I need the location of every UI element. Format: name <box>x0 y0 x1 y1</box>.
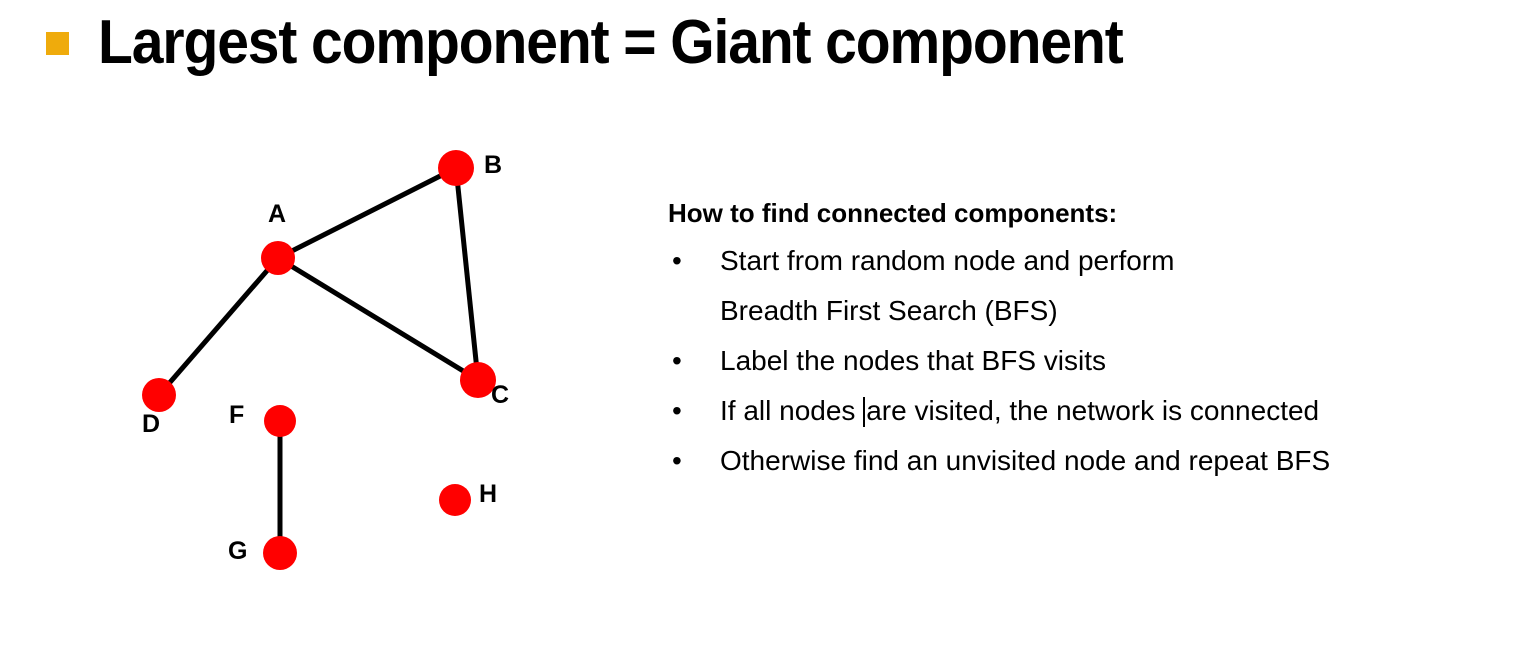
info-list-item-text: Label the nodes that BFS visits <box>720 345 1106 376</box>
slide-title-row: Largest component = Giant component <box>0 0 1523 100</box>
graph-node-b <box>438 150 474 186</box>
network-graph-figure: A B C D F G H <box>0 120 640 620</box>
graph-node-label-c: C <box>491 381 510 409</box>
info-list-item: • Otherwise find an unvisited node and re… <box>668 436 1523 486</box>
graph-node-label-f: F <box>229 401 245 429</box>
graph-edge-group <box>157 165 481 553</box>
graph-node-c <box>460 362 496 398</box>
graph-node-label-d: D <box>142 410 161 438</box>
info-list-item-text: are visited, the network is connected <box>866 395 1320 426</box>
graph-node-a <box>261 241 295 275</box>
graph-node-label-a: A <box>268 200 287 228</box>
graph-node-h <box>439 484 471 516</box>
info-panel: How to find connected components: • Start… <box>668 196 1523 486</box>
graph-edge-b-c <box>453 167 481 381</box>
text-cursor-caret[interactable] <box>863 397 866 427</box>
info-list-item: • If all nodes are visited, the network i… <box>668 386 1523 436</box>
bullet-dot-icon: • <box>672 245 682 276</box>
info-list-item-text: Breadth First Search (BFS) <box>720 295 1058 326</box>
network-graph-svg <box>142 150 496 570</box>
info-list-item-text: Start from random node and perform <box>720 245 1175 276</box>
graph-node-label-g: G <box>228 537 248 565</box>
graph-node-label-h: H <box>479 480 498 508</box>
info-heading: How to find connected components: <box>668 198 1118 228</box>
bullet-dot-icon: • <box>672 395 682 426</box>
info-list-item: • Label the nodes that BFS visits <box>668 336 1523 386</box>
graph-node-f <box>264 405 296 437</box>
page-title: Largest component = Giant component <box>98 8 1124 77</box>
info-list-item: • Start from random node and perform <box>668 236 1523 286</box>
graph-edge-a-b <box>276 165 458 261</box>
info-list-item-text: If all nodes <box>720 395 864 426</box>
title-bullet-square-icon <box>46 32 69 55</box>
bullet-dot-icon: • <box>672 445 682 476</box>
info-list-item: Breadth First Search (BFS) <box>668 286 1523 336</box>
graph-node-group <box>142 150 496 570</box>
info-list-item-text: Otherwise find an unvisited node and rep… <box>720 445 1331 476</box>
graph-node-g <box>263 536 297 570</box>
graph-node-d <box>142 378 176 412</box>
graph-edge-a-c <box>276 255 480 383</box>
graph-node-label-b: B <box>484 151 503 179</box>
graph-edge-a-d <box>157 256 280 397</box>
bullet-dot-icon: • <box>672 345 682 376</box>
